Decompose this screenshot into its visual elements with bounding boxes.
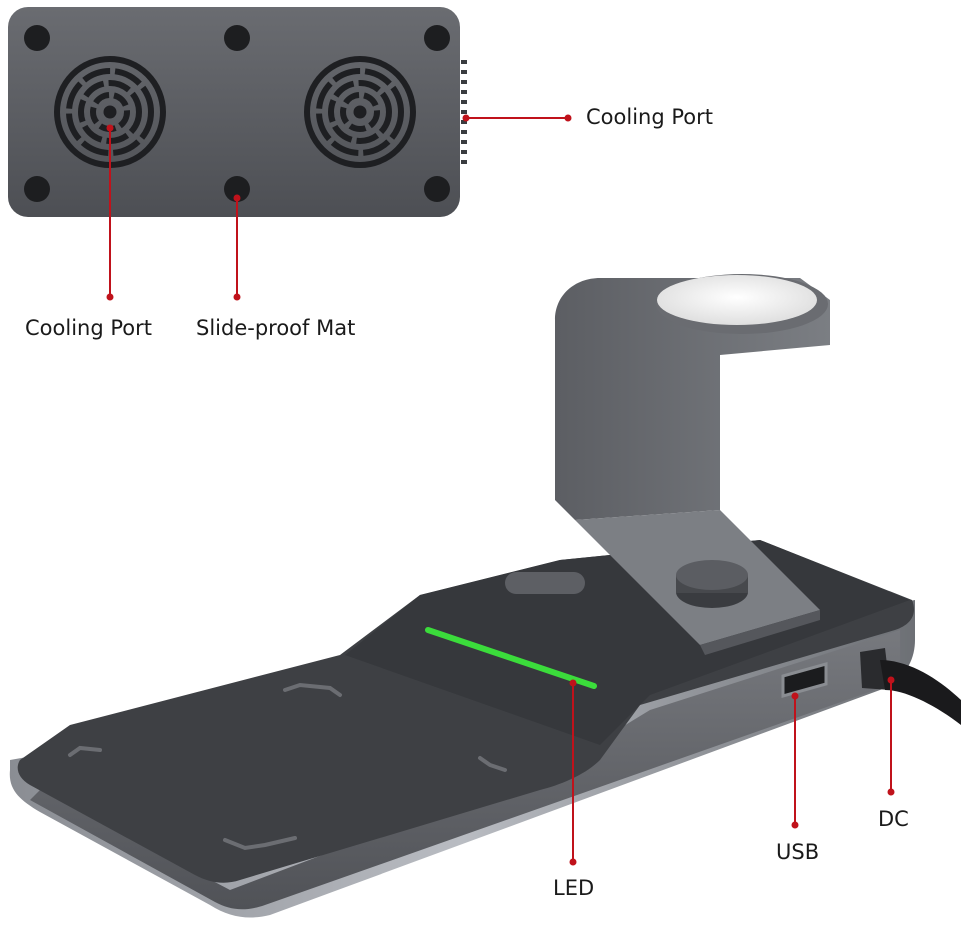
device-perspective-view — [9, 274, 961, 918]
usb-port — [781, 662, 828, 698]
fan-grille-right-icon — [304, 56, 416, 168]
dc-label: DC — [878, 807, 909, 831]
phone-pad-markers — [68, 682, 507, 851]
usb-label: USB — [776, 840, 820, 864]
watch-stand — [555, 274, 830, 655]
dc-cable — [860, 648, 961, 725]
device-side-face — [30, 630, 900, 910]
watch-charging-puck — [657, 275, 817, 325]
led-label: LED — [553, 876, 595, 900]
device-bottom-view — [8, 7, 467, 217]
callouts — [106, 114, 895, 866]
side-vent-slits — [461, 60, 467, 164]
slide-switch — [505, 572, 585, 594]
led-strip — [425, 627, 597, 689]
cooling-port-label-left: Cooling Port — [25, 316, 152, 340]
slide-proof-feet — [24, 25, 450, 202]
adjustment-knob — [676, 560, 748, 590]
slide-proof-mat-label: Slide-proof Mat — [196, 316, 356, 340]
cooling-port-label-right: Cooling Port — [586, 105, 713, 129]
